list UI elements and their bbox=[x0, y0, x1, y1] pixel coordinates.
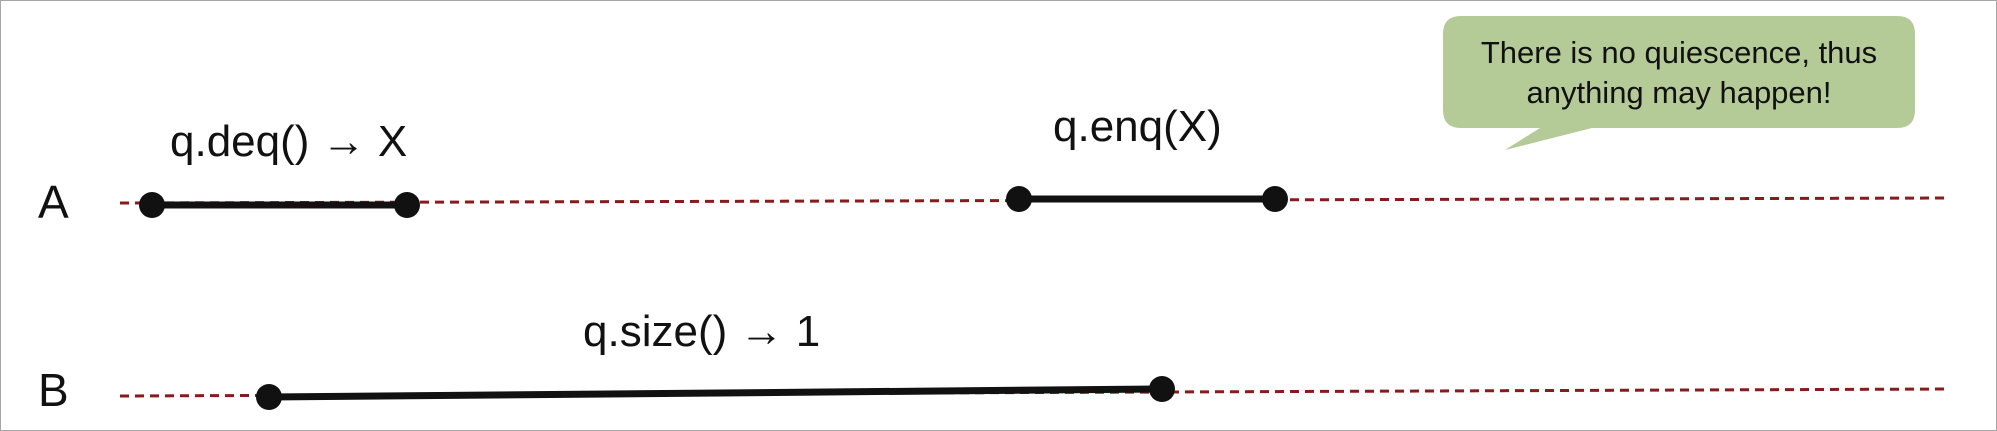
operation-enq: q.enq(X) bbox=[1006, 102, 1288, 212]
callout-line-1: There is no quiescence, thus bbox=[1481, 35, 1877, 70]
operation-deq-label: q.deq() → X bbox=[170, 117, 407, 166]
thread-label-b: B bbox=[38, 364, 69, 416]
operation-enq-invocation-dot bbox=[1006, 186, 1032, 212]
callout-line-2: anything may happen! bbox=[1526, 75, 1831, 110]
operation-deq-response-dot bbox=[394, 192, 420, 218]
operation-deq: q.deq() → X bbox=[139, 117, 420, 218]
thread-label-a: A bbox=[38, 176, 69, 228]
operation-size-label: q.size() → 1 bbox=[583, 307, 820, 356]
operation-size: q.size() → 1 bbox=[256, 307, 1175, 410]
callout-bubble: There is no quiescence, thus anything ma… bbox=[1443, 16, 1915, 150]
operation-enq-label: q.enq(X) bbox=[1053, 102, 1222, 151]
operation-enq-response-dot bbox=[1262, 186, 1288, 212]
operation-size-response-dot bbox=[1149, 376, 1175, 402]
callout-shape bbox=[1443, 16, 1915, 150]
operation-deq-invocation-dot bbox=[139, 192, 165, 218]
operation-size-invocation-dot bbox=[256, 384, 282, 410]
operation-size-interval bbox=[268, 385, 1163, 401]
